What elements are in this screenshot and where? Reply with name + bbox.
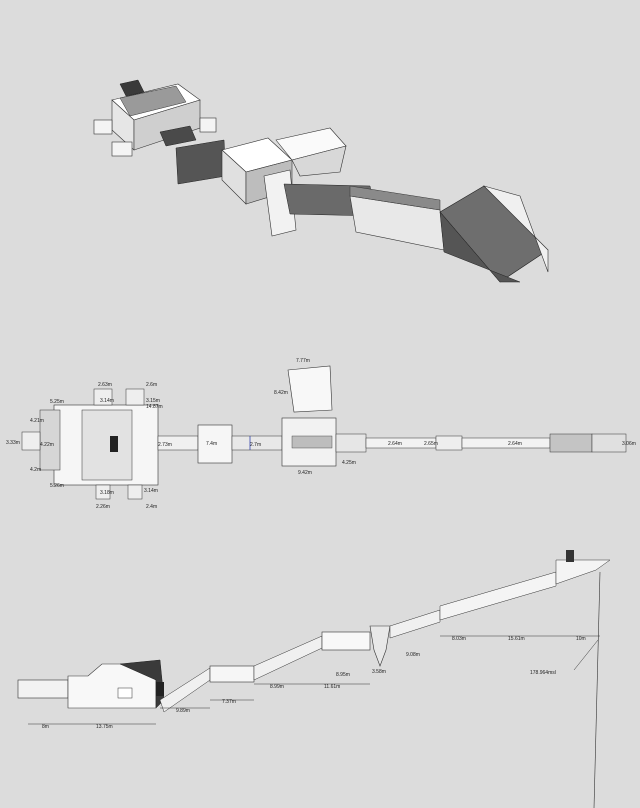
plan-entrance bbox=[591, 433, 627, 453]
dim-c2: 7.4m bbox=[206, 441, 217, 447]
section-hall bbox=[321, 631, 371, 651]
upper-room-side bbox=[291, 145, 347, 177]
plan-view bbox=[21, 365, 627, 500]
section-dark-niche bbox=[156, 682, 164, 696]
plan-dimensions: 7.77m 8.42m 2.63m 2.6m 3.14m 3.15m 14.87… bbox=[6, 358, 636, 510]
section-dimensions: 8m 13.75m 9.89m 7.37m 8.99m 11.61m 8.95m… bbox=[42, 636, 586, 730]
dim-s10: 8.03m bbox=[452, 636, 466, 642]
dim-tl5: 14.87m bbox=[146, 404, 163, 410]
section-left-room bbox=[17, 679, 69, 699]
dim-c9: 3.06m bbox=[622, 441, 636, 447]
plan-corridor-5 bbox=[435, 435, 463, 451]
section-elevation-leader bbox=[573, 639, 599, 671]
dark-annex bbox=[119, 79, 145, 97]
dim-s3: 9.89m bbox=[176, 708, 190, 714]
side-room-2 bbox=[111, 141, 133, 157]
dim-c1: 2.73m bbox=[158, 442, 172, 448]
dim-c7: 2.65m bbox=[424, 441, 438, 447]
section-entrance-ramp bbox=[555, 559, 611, 585]
section-elevation-line bbox=[593, 571, 601, 808]
dim-tl1: 2.63m bbox=[98, 382, 112, 388]
dim-s8: 3.58m bbox=[372, 669, 386, 675]
corridor-a bbox=[175, 139, 227, 185]
dim-c5: 4.25m bbox=[342, 460, 356, 466]
dim-c4: 9.42m bbox=[298, 470, 312, 476]
dim-s5: 8.99m bbox=[270, 684, 284, 690]
entrance-ramp-wall bbox=[482, 185, 549, 273]
dim-b4: 2.4m bbox=[146, 504, 157, 510]
plan-burial-inner bbox=[81, 409, 133, 481]
dim-b1: 3.18m bbox=[100, 490, 114, 496]
plan-left-small bbox=[21, 431, 41, 451]
plan-bottom-annex-2 bbox=[127, 484, 143, 500]
burial-chamber-vault bbox=[119, 85, 187, 117]
dim-c3: 2.7m bbox=[250, 442, 261, 448]
dim-s1: 8m bbox=[42, 724, 49, 730]
plan-room-2 bbox=[197, 424, 233, 464]
dim-s9: 9.08m bbox=[406, 652, 420, 658]
section-view bbox=[17, 550, 611, 808]
isometric-model bbox=[93, 79, 549, 283]
dim-tl3: 3.14m bbox=[100, 398, 114, 404]
section-corridor-2 bbox=[253, 635, 323, 681]
plan-column bbox=[110, 436, 118, 452]
plan-hall-stair bbox=[291, 435, 333, 449]
section-sarcophagus bbox=[117, 687, 133, 699]
dim-s12: 10m bbox=[576, 636, 586, 642]
dim-s4: 7.37m bbox=[222, 699, 236, 705]
dim-s7: 8.95m bbox=[336, 672, 350, 678]
dim-c8: 2.64m bbox=[508, 441, 522, 447]
section-burial-dark bbox=[119, 659, 165, 709]
dim-top-height: 8.42m bbox=[274, 390, 288, 396]
plan-top-annex-1 bbox=[93, 388, 113, 406]
section-room-2 bbox=[209, 665, 255, 683]
section-corridor-4 bbox=[439, 571, 557, 621]
dim-b2: 3.14m bbox=[144, 488, 158, 494]
dim-tl4: 3.15m bbox=[146, 398, 160, 404]
dim-c6: 2.64m bbox=[388, 441, 402, 447]
dim-b3: 2.26m bbox=[96, 504, 110, 510]
dim-l4: 4.22m bbox=[40, 442, 54, 448]
side-room-3 bbox=[199, 117, 217, 133]
plan-upper-room bbox=[287, 365, 333, 413]
side-room-1 bbox=[93, 119, 113, 135]
section-entrance-dark bbox=[566, 550, 574, 562]
dim-elevation: 178.964msl bbox=[530, 670, 556, 676]
dim-l2: 4.21m bbox=[30, 418, 44, 424]
dim-l1: 5.25m bbox=[50, 399, 64, 405]
section-well bbox=[369, 625, 391, 667]
dim-s11: 15.61m bbox=[508, 636, 525, 642]
plan-corridor-6 bbox=[461, 437, 551, 449]
dim-tl2: 2.6m bbox=[146, 382, 157, 388]
corridor-c-top bbox=[349, 185, 441, 211]
section-corridor-3 bbox=[389, 609, 441, 639]
dim-l6: 5.26m bbox=[50, 483, 64, 489]
dark-connector bbox=[159, 125, 197, 147]
entrance-ramp-floor bbox=[439, 211, 521, 283]
plan-bottom-annex-1 bbox=[95, 484, 111, 500]
plan-entrance-stairs bbox=[549, 433, 593, 453]
plan-top-annex-2 bbox=[125, 388, 145, 406]
dim-l3: 3.33m bbox=[6, 440, 20, 446]
dim-top-width: 7.77m bbox=[296, 358, 310, 364]
dim-s2: 13.75m bbox=[96, 724, 113, 730]
plan-corridor-3 bbox=[335, 433, 367, 453]
dim-s6: 11.61m bbox=[324, 684, 340, 690]
section-corridor-1 bbox=[159, 667, 211, 713]
dim-l5: 4.2m bbox=[30, 467, 41, 473]
